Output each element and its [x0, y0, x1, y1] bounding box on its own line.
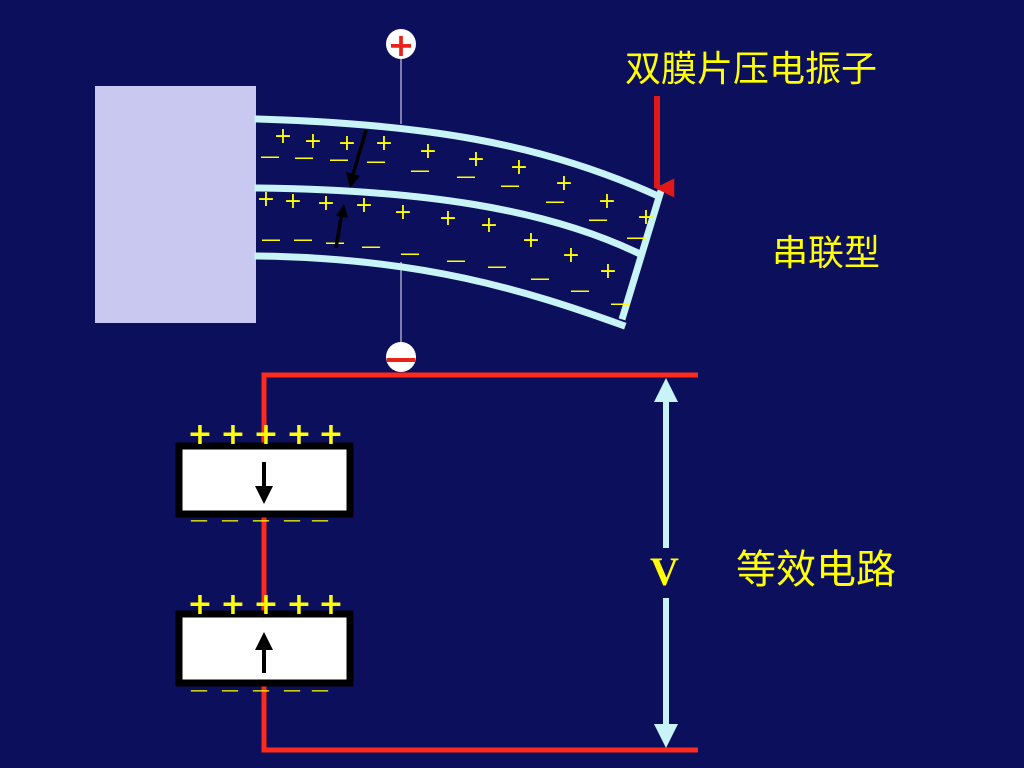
minus-charge: — [588, 207, 608, 231]
equivalent-circuit-label: 等效电路 [736, 547, 896, 593]
plus-charge: + [637, 205, 655, 230]
plate-tip-edge [618, 189, 665, 321]
minus-charge: — [260, 144, 280, 168]
capacitor-bottom-plus-row: +++++ [187, 587, 343, 622]
plate-polarization-arrow-down [346, 129, 368, 188]
svg-text:—: — [385, 339, 417, 377]
plus-charge: + [599, 259, 617, 284]
minus-charge: — [456, 164, 476, 188]
minus-charge: — [500, 173, 520, 197]
upper-plate-plus-charges: + + + + + + + + + + [274, 124, 655, 230]
capacitor-top [175, 442, 354, 518]
minus-charge: — [221, 680, 239, 701]
plus-charge: + [187, 417, 212, 452]
arrow-down-icon [255, 486, 273, 504]
svg-text:+: + [388, 26, 415, 64]
plus-charge: + [338, 131, 356, 156]
plus-charge: + [304, 129, 322, 154]
plate-bottom-surface [254, 252, 627, 330]
minus-charge: — [325, 230, 345, 254]
plus-charge: + [467, 147, 485, 172]
plus-charge: + [394, 200, 412, 225]
capacitor-top-minus-row: — — — — — [190, 510, 329, 531]
minus-charge: — [311, 680, 329, 701]
minus-charge: — [446, 248, 466, 272]
plate-polarization-arrow-up [334, 204, 348, 249]
lower-plate-plus-charges: + + + + + + + + + + [257, 187, 617, 284]
plus-charge: + [522, 228, 540, 253]
plate-middle-surface [254, 184, 645, 259]
plus-charge: + [274, 124, 292, 149]
plus-charge: + [317, 191, 335, 216]
circuit-wires [261, 372, 698, 753]
positive-terminal-icon: + [386, 26, 416, 64]
voltage-symbol: V [650, 549, 679, 594]
bimorph-title-label: 双膜片压电振子 [625, 49, 878, 90]
plus-charge: + [439, 206, 457, 231]
plus-charge: + [253, 587, 278, 622]
minus-charge: — [283, 510, 301, 531]
top-wire [261, 372, 698, 446]
plus-charge: + [480, 213, 498, 238]
plus-charge: + [257, 187, 275, 212]
plus-charge: + [286, 417, 311, 452]
plus-charge: + [318, 417, 343, 452]
plus-charge: + [598, 189, 616, 214]
plus-charge: + [220, 587, 245, 622]
plate-top-surface [254, 115, 663, 201]
plus-charge: + [355, 193, 373, 218]
plus-charge: + [510, 155, 528, 180]
minus-charge: — [410, 158, 430, 182]
capacitor-bottom [175, 610, 354, 687]
bimorph-plates [254, 115, 665, 330]
minus-charge: — [311, 510, 329, 531]
plus-charge: + [375, 131, 393, 156]
minus-charge: — [329, 147, 349, 171]
plus-charge: + [555, 171, 573, 196]
plus-charge: + [253, 417, 278, 452]
minus-charge: — [261, 227, 281, 251]
clamp-block [95, 86, 256, 323]
minus-charge: — [283, 680, 301, 701]
arrow-up-icon [255, 632, 273, 650]
minus-charge: — [190, 510, 208, 531]
plus-charge: + [562, 243, 580, 268]
minus-charge: — [570, 278, 590, 302]
plus-charge: + [419, 139, 437, 164]
plus-charge: + [187, 587, 212, 622]
minus-charge: — [361, 234, 381, 258]
minus-charge: — [294, 145, 314, 169]
minus-charge: — [190, 680, 208, 701]
minus-charge: — [400, 241, 420, 265]
upper-plate-minus-charges: — — — — — — — — — — [260, 144, 646, 249]
minus-charge: — [626, 225, 646, 249]
capacitor-top-plus-row: +++++ [187, 417, 343, 452]
negative-terminal-icon: — [385, 339, 417, 377]
minus-charge: — [293, 227, 313, 251]
voltage-arrow-icon [654, 378, 678, 748]
minus-charge: — [252, 510, 270, 531]
series-type-label: 串联型 [772, 233, 881, 274]
plus-charge: + [220, 417, 245, 452]
minus-charge: — [487, 254, 507, 278]
bottom-wire [261, 683, 698, 753]
minus-charge: — [366, 149, 386, 173]
capacitor-bottom-minus-row: — — — — — [190, 680, 329, 701]
minus-charge: — [530, 266, 550, 290]
plus-charge: + [286, 587, 311, 622]
minus-charge: — [221, 510, 239, 531]
minus-charge: — [610, 291, 630, 315]
plus-charge: + [318, 587, 343, 622]
lower-plate-minus-charges: — — — — — — — — — — [261, 227, 630, 315]
plus-charge: + [284, 189, 302, 214]
minus-charge: — [545, 189, 565, 213]
minus-charge: — [252, 680, 270, 701]
